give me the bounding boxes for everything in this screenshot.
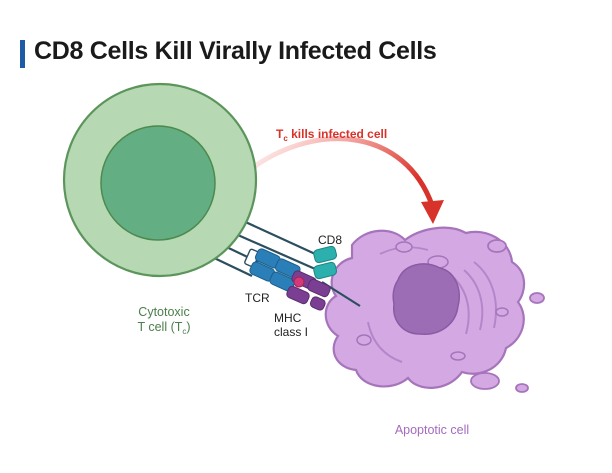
mhc-label-line1: MHC <box>274 311 302 325</box>
tcell-label-line2: T cell (Tc) <box>137 320 190 336</box>
apoptotic-cell <box>324 226 526 389</box>
mhc-label-line2: class I <box>274 325 308 339</box>
tcr-receptor <box>244 248 301 292</box>
apoptotic-bleb <box>470 372 500 390</box>
apoptotic-bleb <box>515 383 529 393</box>
page-title: CD8 Cells Kill Virally Infected Cells <box>34 37 437 65</box>
cytotoxic-t-cell <box>62 82 258 278</box>
title-accent-bar <box>20 40 25 68</box>
apoptotic-cell-label: Apoptotic cell <box>395 423 469 437</box>
viral-peptide <box>293 276 305 288</box>
mhc-class-i <box>286 270 331 311</box>
kill-label: Tc kills infected cell <box>276 127 387 143</box>
tcell-label-line1: Cytotoxic <box>138 305 189 319</box>
tcr-label: TCR <box>245 291 270 305</box>
apoptotic-bleb <box>487 239 507 253</box>
cd8-label: CD8 <box>318 233 342 247</box>
kill-arrow <box>249 136 444 224</box>
apoptotic-bleb <box>529 292 545 304</box>
cd8-coreceptor <box>313 245 338 280</box>
